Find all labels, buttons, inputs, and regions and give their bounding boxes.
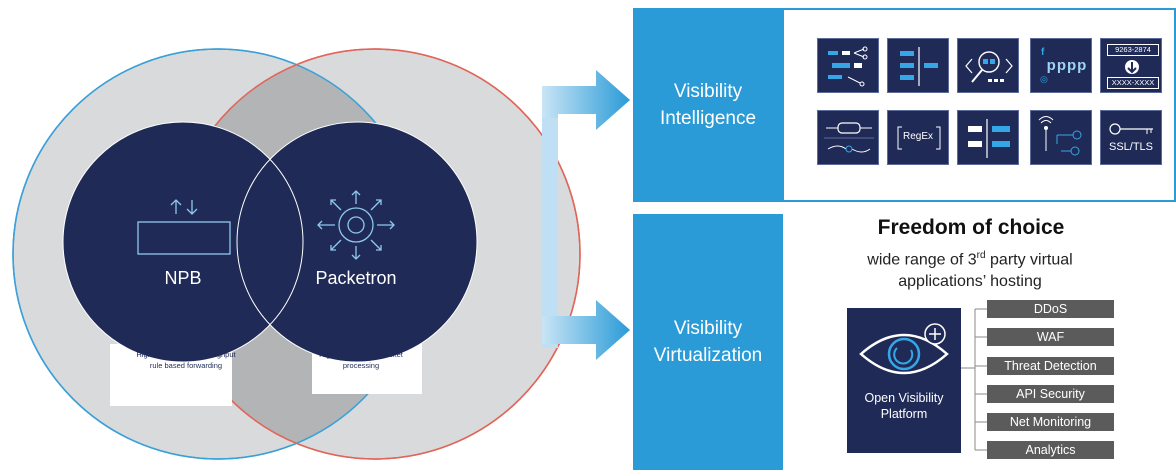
visibility-intelligence-tab: Visibility Intelligence xyxy=(633,8,783,202)
masking-top-text: 9263-2874 xyxy=(1107,44,1159,56)
eye-plus-icon xyxy=(859,323,949,375)
flow-diagram-icon xyxy=(817,38,879,93)
venn-diagram xyxy=(12,48,581,460)
code-magnifier-icon xyxy=(957,38,1019,93)
virtualization-line1: Visibility xyxy=(673,318,743,339)
bracket-arrows xyxy=(542,70,630,360)
intelligence-line1: Visibility xyxy=(673,81,743,102)
app-api-security: API Security xyxy=(987,385,1114,403)
social-text: pppp xyxy=(1046,57,1088,74)
intelligence-line2: Intelligence xyxy=(659,108,757,129)
npb-label: NPB xyxy=(164,268,202,288)
key-ssl-icon: SSL/TLS xyxy=(1100,110,1162,165)
subtitle-part1: wide range of 3 xyxy=(867,251,977,269)
arrow-to-virtualization-icon xyxy=(542,300,630,360)
subtitle-line2: applications’ hosting xyxy=(898,273,1042,291)
regex-icon: RegEx xyxy=(887,110,949,165)
vertical-arrows-rectangle-icon xyxy=(137,199,231,255)
svg-text:f: f xyxy=(1041,47,1045,58)
regex-text: RegEx xyxy=(902,131,933,142)
npb-circle xyxy=(63,122,303,362)
platform-line1: Open Visibility xyxy=(864,391,944,405)
platform-label: Open Visibility Platform xyxy=(847,390,961,422)
apps-bracket-lines xyxy=(961,308,987,451)
pipe-decrypt-icon xyxy=(817,110,879,165)
platform-line2: Platform xyxy=(880,407,928,421)
social-media-icon: f ◎ pppp xyxy=(1030,38,1092,93)
app-threat-detection: Threat Detection xyxy=(987,357,1114,375)
subtitle-part2: party virtual xyxy=(985,251,1073,269)
app-waf: WAF xyxy=(987,328,1114,346)
arrow-to-intelligence-icon xyxy=(542,70,630,130)
filter-bars-icon xyxy=(887,38,949,93)
svg-text:◎: ◎ xyxy=(1040,74,1048,84)
packetron-label: Packetron xyxy=(315,268,397,288)
app-ddos: DDoS xyxy=(987,300,1114,318)
subtitle-sup: rd xyxy=(976,250,986,261)
radial-arrows-target-icon xyxy=(317,190,395,260)
masking-bottom-text: XXXX-XXXX xyxy=(1107,77,1159,89)
app-analytics: Analytics xyxy=(987,441,1114,459)
open-visibility-platform-box: Open Visibility Platform xyxy=(847,308,961,453)
app-net-monitoring: Net Monitoring xyxy=(987,413,1114,431)
npb-caption: High capacity high throughput rule based… xyxy=(136,350,236,370)
packetron-caption: High performance packet processing xyxy=(319,350,403,370)
masking-icon: 9263-2874 XXXX-XXXX xyxy=(1100,38,1162,93)
freedom-title: Freedom of choice xyxy=(877,216,1065,239)
freedom-subtitle: wide range of 3rd party virtual applicat… xyxy=(820,245,1120,293)
virtualization-line2: Virtualization xyxy=(653,345,763,366)
ssl-text: SSL/TLS xyxy=(1108,141,1154,153)
wireless-network-icon xyxy=(1030,110,1092,165)
visibility-virtualization-tab: Visibility Virtualization xyxy=(633,214,783,470)
slicing-bars-icon xyxy=(957,110,1019,165)
